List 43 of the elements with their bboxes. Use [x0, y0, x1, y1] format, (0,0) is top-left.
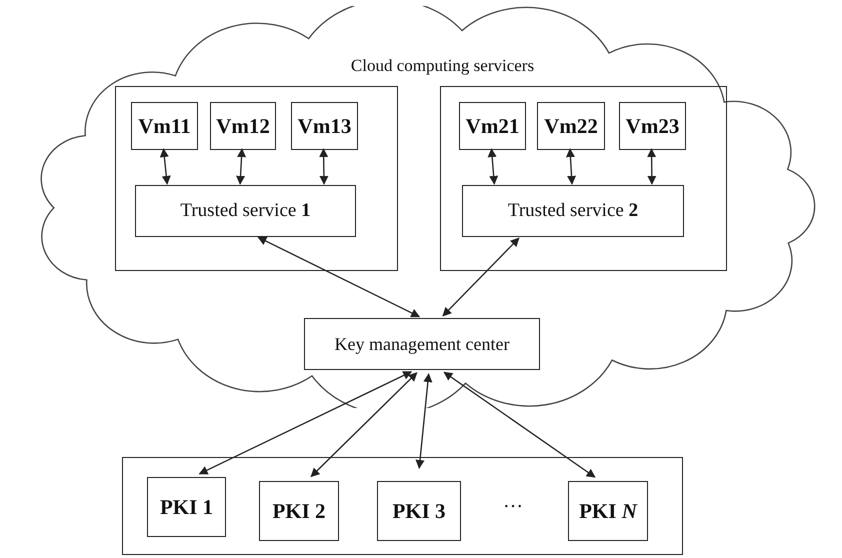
- double-arrow: [198, 371, 412, 474]
- cloud-title: Cloud computing servicers: [350, 56, 534, 76]
- process-box: [462, 185, 684, 237]
- node-label: Vm11: [138, 114, 191, 138]
- node-box: [210, 102, 276, 150]
- double-arrow: [647, 148, 656, 185]
- process-box: [135, 185, 356, 237]
- node-box: [259, 481, 339, 541]
- node-box: [291, 102, 358, 150]
- node-box: [568, 481, 648, 541]
- node-label: Vm12: [216, 114, 270, 138]
- node-label: PKI 1: [160, 494, 214, 520]
- double-arrow: [319, 148, 328, 185]
- node-box: [537, 102, 605, 150]
- node-label: PKI 2: [272, 498, 326, 524]
- double-arrow: [443, 372, 596, 478]
- node-box: [131, 102, 198, 150]
- service-label: Trusted service 1: [180, 200, 311, 222]
- node-box: [459, 102, 526, 150]
- node-label: Vm22: [544, 114, 598, 138]
- node-label: PKI N: [579, 498, 637, 524]
- node-label: Vm13: [298, 114, 352, 138]
- node-label: Vm23: [626, 114, 680, 138]
- double-arrow: [442, 238, 520, 316]
- center-label: Key management center: [334, 334, 510, 354]
- group-frame: [115, 86, 398, 271]
- node-label: PKI 3: [392, 498, 446, 524]
- double-arrow: [160, 148, 171, 185]
- group-frame: [122, 457, 683, 555]
- node-label: Vm21: [466, 114, 520, 138]
- double-arrow: [310, 372, 418, 478]
- double-arrow: [257, 236, 420, 318]
- double-arrow: [566, 148, 576, 185]
- double-arrow: [416, 373, 432, 469]
- ellipsis-label: …: [502, 490, 524, 513]
- double-arrow: [236, 148, 246, 185]
- double-arrow: [488, 148, 498, 185]
- node-box: [147, 477, 226, 537]
- node-box: [377, 481, 461, 541]
- service-label: Trusted service 2: [508, 200, 638, 222]
- process-box: [304, 318, 540, 370]
- node-box: [619, 102, 686, 150]
- group-frame: [440, 86, 727, 271]
